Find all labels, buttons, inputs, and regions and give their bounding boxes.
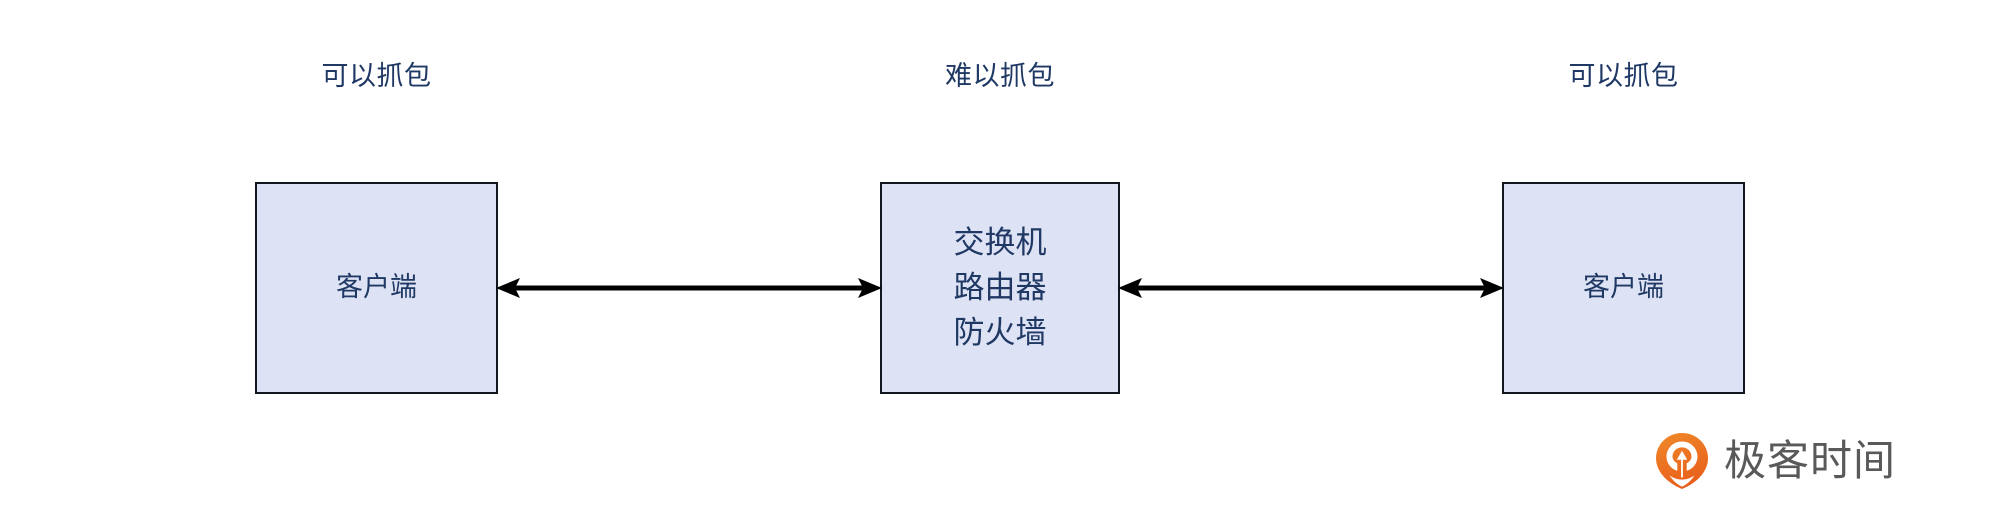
node-client-right: 客户端 [1502, 182, 1745, 394]
node-client-right-label: 客户端 [1583, 272, 1664, 303]
bidirectional-arrow-icon [1118, 278, 1504, 298]
connector-left-to-center [494, 264, 884, 312]
node-network-line-switch: 交换机 [953, 224, 1047, 261]
watermark-text: 极客时间 [1724, 436, 1897, 485]
node-network-devices-label: 交换机 路由器 防火墙 [954, 221, 1047, 356]
node-network-line-router: 路由器 [953, 269, 1047, 306]
bidirectional-arrow-icon [496, 278, 882, 298]
node-client-left: 客户端 [255, 182, 498, 394]
geektime-pin-logo-icon [1656, 433, 1708, 489]
node-client-left-label: 客户端 [336, 272, 417, 303]
caption-right-capturable: 可以抓包 [1568, 61, 1679, 92]
caption-left-capturable: 可以抓包 [321, 61, 432, 92]
node-network-line-firewall: 防火墙 [953, 314, 1047, 351]
connector-center-to-right [1116, 264, 1506, 312]
node-network-devices: 交换机 路由器 防火墙 [880, 182, 1120, 394]
caption-center-hard-to-capture: 难以抓包 [945, 61, 1055, 92]
watermark: 极客时间 [1654, 432, 1896, 490]
